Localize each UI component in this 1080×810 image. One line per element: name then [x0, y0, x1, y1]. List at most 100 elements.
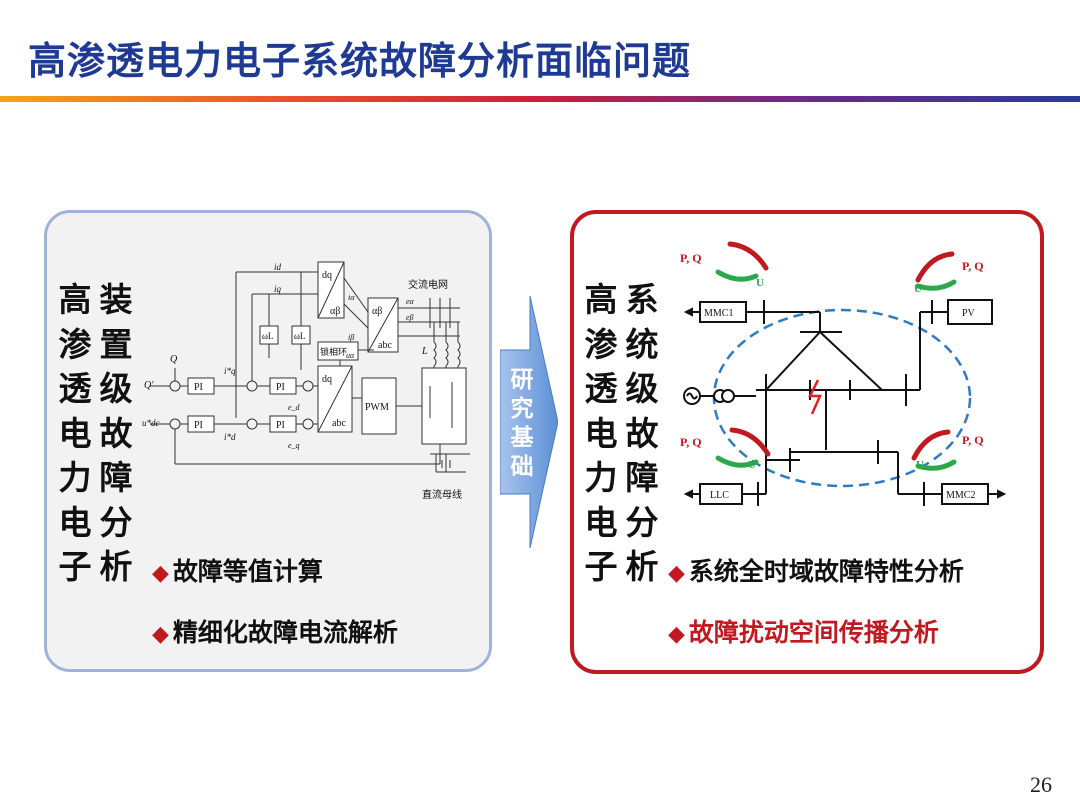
- mmc1-label: MMC1: [704, 308, 733, 319]
- voltage-arrow-icon: [915, 279, 957, 291]
- char: 渗: [58, 324, 92, 364]
- alphabeta-label: αβ: [372, 306, 382, 317]
- u-label: U: [748, 459, 756, 471]
- page-number: 26: [1030, 772, 1052, 797]
- power-system-diagram: P, Q P, Q P, Q P, Q U U U U MMC1 PV LLC …: [680, 241, 1007, 506]
- char: 故: [625, 413, 659, 453]
- ualpha-label: uα: [346, 351, 355, 360]
- char: 基: [510, 425, 534, 451]
- power-arrow-icon: [911, 429, 951, 461]
- ac-grid-label: 交流电网: [408, 278, 448, 291]
- voltage-arrow-icon: [915, 459, 957, 471]
- alphabeta-label: αβ: [330, 306, 340, 317]
- diamond-icon: ◆: [152, 561, 169, 586]
- char: 渗: [584, 324, 618, 364]
- ebeta-label: eβ: [406, 313, 414, 322]
- pq-label: P, Q: [680, 251, 702, 265]
- ibeta-label: iβ: [348, 333, 354, 342]
- char: 级: [625, 369, 659, 408]
- bullet-text: 系统全时域故障特性分析: [688, 557, 964, 586]
- pq-label: P, Q: [680, 435, 702, 449]
- converter-control-diagram: dq αβ αβ abc 锁相环 ωL ωL PI PI PI PI dq ab…: [142, 261, 470, 501]
- title-divider: [0, 96, 1080, 102]
- eq-label: e_q: [288, 441, 300, 450]
- pq-label: P, Q: [962, 433, 984, 447]
- char: 装: [99, 280, 133, 319]
- bullet-text: 故障扰动空间传播分析: [688, 618, 939, 647]
- char: 力: [58, 458, 92, 497]
- mmc2-label: MMC2: [946, 490, 975, 501]
- char: 统: [625, 324, 659, 364]
- char: 析: [99, 547, 133, 586]
- pi-label: PI: [194, 420, 203, 431]
- bullet-text: 故障等值计算: [172, 557, 323, 586]
- char: 分: [625, 502, 659, 542]
- q-label: Q: [170, 354, 178, 365]
- abc-label: abc: [378, 340, 392, 351]
- diamond-icon: ◆: [668, 622, 685, 647]
- voltage-arrow-icon: [715, 269, 759, 282]
- diamond-icon: ◆: [152, 622, 169, 647]
- char: 障: [99, 458, 133, 497]
- research-basis-arrow: [500, 296, 558, 548]
- device-level-panel: [44, 210, 492, 672]
- wl-label: ωL: [294, 331, 305, 341]
- char: 电: [584, 502, 618, 542]
- char: 分: [99, 502, 133, 542]
- char: 高: [584, 280, 618, 319]
- research-basis-label: 研 究 基 础: [505, 366, 539, 482]
- ed-label: e_d: [288, 403, 301, 412]
- right-vertical-title-col2: 系 统 级 故 障 分 析: [623, 278, 661, 590]
- page-title: 高渗透电力电子系统故障分析面临问题: [28, 39, 692, 83]
- char: 高: [58, 280, 92, 319]
- char: 析: [625, 547, 659, 586]
- char: 故: [99, 413, 133, 453]
- iq-label: iq: [274, 284, 282, 294]
- right-vertical-title-col1: 高 渗 透 电 力 电 子: [582, 278, 620, 590]
- diamond-icon: ◆: [668, 561, 685, 586]
- char: 置: [99, 324, 133, 364]
- iq-ref-label: i*q: [224, 366, 236, 376]
- u-label: U: [916, 459, 924, 471]
- llc-label: LLC: [710, 490, 729, 501]
- id-ref-label: i*d: [224, 432, 236, 442]
- abc-label: abc: [332, 418, 346, 429]
- pq-label: P, Q: [962, 259, 984, 273]
- left-bullet-1: ◆故障等值计算: [152, 552, 323, 588]
- u-label: U: [914, 283, 922, 295]
- dq-label: dq: [322, 270, 332, 281]
- char: 研: [510, 367, 534, 393]
- udc-ref-label: u*dc: [142, 418, 160, 428]
- left-vertical-title-col2: 装 置 级 故 障 分 析: [97, 278, 135, 590]
- left-bullet-2: ◆精细化故障电流解析: [152, 613, 398, 649]
- char: 电: [58, 413, 92, 453]
- dq-label: dq: [322, 374, 332, 385]
- system-level-panel: [570, 210, 1044, 674]
- char: 子: [584, 547, 618, 586]
- bullet-text: 精细化故障电流解析: [172, 618, 398, 647]
- ialpha-label: iα: [348, 293, 355, 302]
- char: 系: [625, 280, 659, 319]
- pll-label: 锁相环: [320, 346, 347, 358]
- u-label: U: [756, 277, 764, 289]
- char: 力: [584, 458, 618, 497]
- wl-label: ωL: [262, 331, 273, 341]
- power-arrow-icon: [915, 251, 955, 283]
- char: 究: [510, 396, 534, 422]
- char: 电: [584, 413, 618, 453]
- char: 障: [625, 458, 659, 497]
- power-arrow-icon: [729, 427, 771, 457]
- right-bullet-1: ◆系统全时域故障特性分析: [668, 552, 964, 588]
- power-arrow-icon: [727, 241, 769, 271]
- left-vertical-title-col1: 高 渗 透 电 力 电 子: [56, 278, 94, 590]
- ealpha-label: eα: [406, 297, 415, 306]
- voltage-arrow-icon: [715, 455, 759, 468]
- right-bullet-2: ◆故障扰动空间传播分析: [668, 613, 939, 649]
- id-label: id: [274, 262, 282, 272]
- pwm-label: PWM: [365, 402, 389, 413]
- char: 子: [58, 547, 92, 586]
- pi-label: PI: [276, 382, 285, 393]
- char: 级: [99, 369, 133, 408]
- char: 透: [58, 369, 92, 408]
- pv-label: PV: [962, 308, 976, 319]
